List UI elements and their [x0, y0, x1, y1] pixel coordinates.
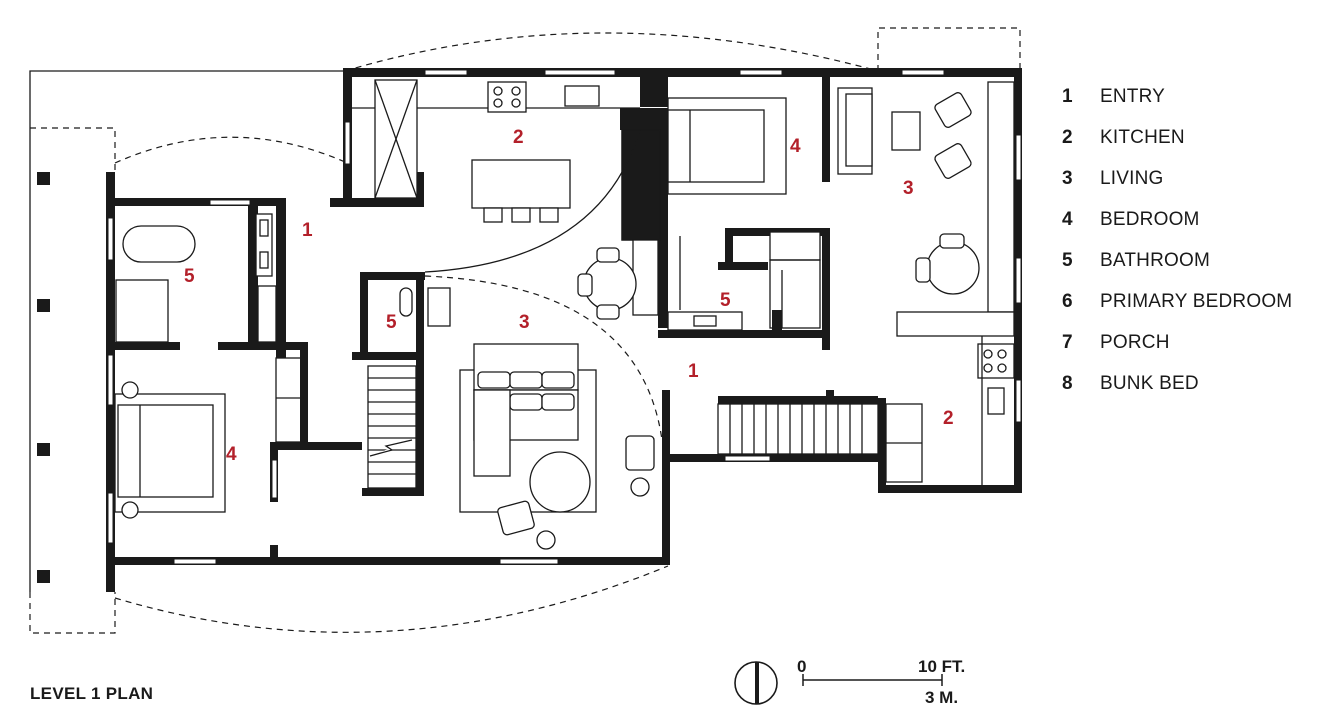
stairs-lower-right: [717, 396, 923, 483]
legend-label: PORCH: [1100, 331, 1170, 353]
plan-title: LEVEL 1 PLAN: [30, 684, 154, 703]
legend-item-living: 3 LIVING: [1062, 158, 1292, 199]
room-label: 4: [226, 444, 237, 465]
legend-item-porch: 7 PORCH: [1062, 322, 1292, 363]
legend-number: 7: [1062, 331, 1073, 353]
legend-item-bunk-bed: 8 BUNK BED: [1062, 363, 1292, 404]
room-label: 1: [302, 220, 313, 241]
bedroom-left: [114, 357, 305, 519]
windows: [107, 69, 1022, 565]
stairs-upper: [621, 129, 661, 316]
legend-item-kitchen: 2 KITCHEN: [1062, 117, 1292, 158]
scale-bar: 0 10 FT. 3 M.: [797, 657, 965, 707]
legend-label: LIVING: [1100, 167, 1164, 189]
room-label: 2: [513, 127, 524, 148]
legend-number: 1: [1062, 85, 1073, 107]
legend-item-bathroom: 5 BATHROOM: [1062, 240, 1292, 281]
porch-outline-left: [29, 27, 1021, 634]
kitchen-upper: [352, 79, 641, 273]
legend-item-primary-bedroom: 6 PRIMARY BEDROOM: [1062, 281, 1292, 322]
legend-label: KITCHEN: [1100, 126, 1185, 148]
room-label: 5: [386, 312, 397, 333]
sink-icon: [564, 85, 600, 107]
scale-m-label: 3 M.: [925, 688, 958, 707]
cooktop-right-icon: [977, 343, 1015, 379]
legend: 1 ENTRY 2 KITCHEN 3 LIVING 4 BEDROOM 5 B…: [1062, 76, 1292, 404]
room-label: 5: [720, 290, 731, 311]
room-label: 3: [903, 178, 914, 199]
room-label: 2: [943, 408, 954, 429]
legend-label: BEDROOM: [1100, 208, 1200, 230]
kitchen-island: [471, 159, 571, 209]
stairs-center: [367, 365, 417, 489]
bathroom-center: [399, 287, 451, 327]
room-label: 4: [790, 136, 801, 157]
legend-number: 3: [1062, 167, 1073, 189]
bedroom-upper-right: [667, 97, 787, 195]
living-center: [459, 343, 655, 550]
legend-number: 2: [1062, 126, 1073, 148]
north-arrow-icon: [734, 661, 778, 705]
dining-set: [577, 247, 637, 320]
legend-item-entry: 1 ENTRY: [1062, 76, 1292, 117]
room-label: 3: [519, 312, 530, 333]
bathroom-right: [667, 231, 821, 331]
legend-label: BUNK BED: [1100, 372, 1199, 394]
room-labels: 1 2 5 3 5 4 1 2 3 4 5: [184, 127, 954, 465]
scale-ft-label: 10 FT.: [918, 657, 965, 676]
exterior-walls: [106, 68, 1022, 592]
legend-number: 6: [1062, 290, 1073, 312]
room-label: 1: [688, 361, 699, 382]
legend-number: 8: [1062, 372, 1073, 394]
legend-label: ENTRY: [1100, 85, 1166, 107]
legend-label: BATHROOM: [1100, 249, 1210, 271]
scale-zero: 0: [797, 657, 806, 676]
living-right: [837, 81, 1015, 485]
porch-posts: [37, 172, 50, 583]
legend-number: 5: [1062, 249, 1073, 271]
room-label: 5: [184, 266, 195, 287]
cooktop-icon: [487, 81, 527, 113]
legend-item-bedroom: 4 BEDROOM: [1062, 199, 1292, 240]
legend-number: 4: [1062, 208, 1073, 230]
legend-label: PRIMARY BEDROOM: [1100, 290, 1293, 312]
bathroom-left: [115, 213, 277, 343]
